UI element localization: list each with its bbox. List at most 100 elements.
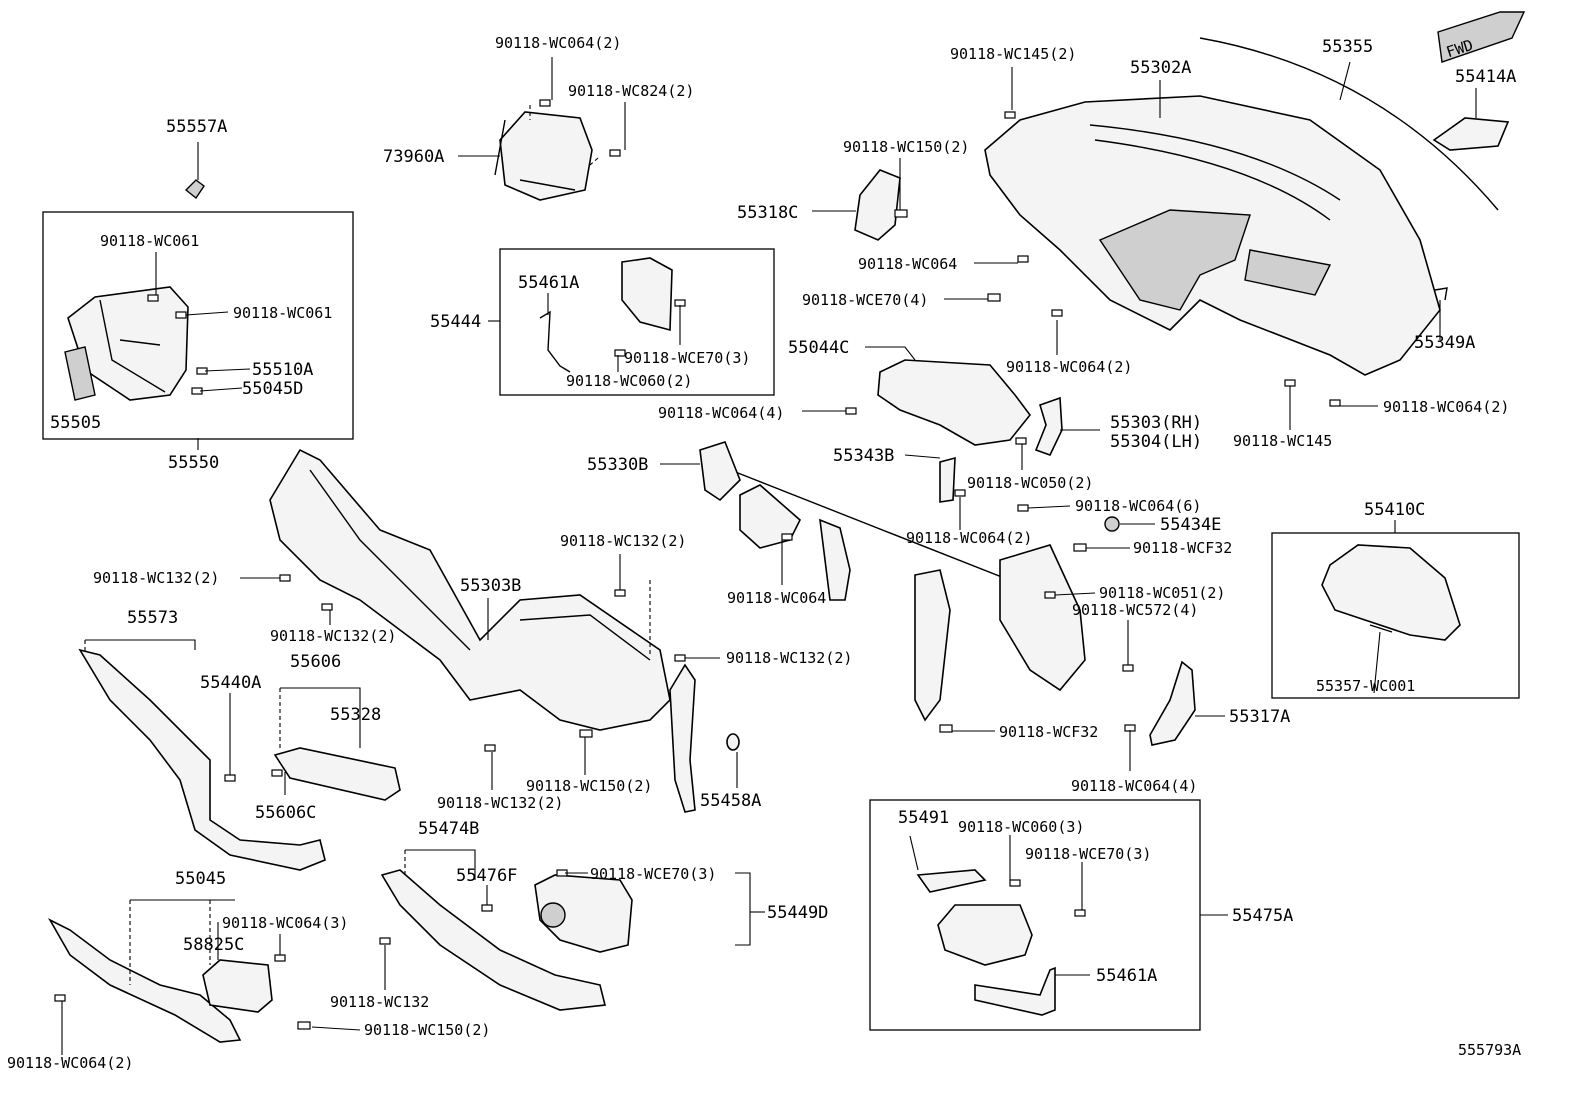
glove-box-assembly: [64, 286, 189, 401]
label-90118-wc064-4-top: 90118-WC064(4): [658, 404, 784, 422]
label-90118-wc150-2-mid: 90118-WC150(2): [526, 777, 652, 795]
label-90118-wc064-2-mid: 90118-WC064(2): [1006, 358, 1132, 376]
label-90118-wc132: 90118-WC132: [330, 993, 429, 1011]
label-58825c: 58825C: [183, 935, 244, 955]
windshield-molding-strip: [1199, 37, 1499, 211]
part-55349a: [1434, 287, 1448, 301]
label-55461a-top: 55461A: [518, 273, 579, 293]
switch-panel-knob: [540, 902, 566, 928]
label-55414a: 55414A: [1455, 67, 1516, 87]
label-55355: 55355: [1322, 37, 1373, 57]
lower-panel-detail-2: [519, 614, 651, 661]
label-55304lh: 55304(LH): [1110, 432, 1202, 452]
box-58825c: [202, 959, 273, 1013]
label-55330b: 55330B: [587, 455, 648, 475]
cluster-hood-55410c: [1321, 544, 1461, 641]
label-55434e: 55434E: [1160, 515, 1221, 535]
label-55410c: 55410C: [1364, 500, 1425, 520]
label-55474b: 55474B: [418, 819, 479, 839]
label-55328: 55328: [330, 705, 381, 725]
bracket-55606-55328: [273, 747, 401, 801]
side-piece-55317a: [1149, 660, 1196, 746]
label-55510a: 55510A: [252, 360, 313, 380]
bracket-55343b: [939, 456, 956, 503]
label-90118-wc132-2-left: 90118-WC132(2): [93, 569, 219, 587]
airbag-door-55461a-top: [539, 310, 571, 373]
knee-airbag-module: [494, 111, 593, 201]
label-90118-wc064-2-top: 90118-WC064(2): [495, 34, 621, 52]
part-55414a-cover: [1432, 117, 1510, 151]
lower-panel-55303b: [269, 448, 671, 731]
label-55318c: 55318C: [737, 203, 798, 223]
label-55475a: 55475A: [1232, 906, 1293, 926]
upper-panel-vent-line: [1089, 124, 1341, 201]
lower-panel-side-pillar: [669, 663, 696, 813]
label-90118-wc060-2: 90118-WC060(2): [566, 372, 692, 390]
steering-support-beam: [699, 441, 1086, 722]
upper-panel-vent-line-2: [1094, 139, 1331, 221]
clip-55458a: [726, 733, 740, 751]
cluster-hood-55357-clip: [1369, 624, 1393, 633]
label-90118-wc064-2-right: 90118-WC064(2): [1383, 398, 1509, 416]
lower-panel-detail: [309, 469, 471, 651]
switch-panel-55449d: [534, 874, 633, 953]
label-90118-wc051-2: 90118-WC051(2): [1099, 584, 1225, 602]
part-55557a-clip: [184, 179, 205, 200]
label-90118-wc064-6: 90118-WC064(6): [1075, 497, 1201, 515]
label-90118-wc050-2: 90118-WC050(2): [967, 474, 1093, 492]
label-73960a: 73960A: [383, 147, 444, 167]
label-55449d: 55449D: [767, 903, 828, 923]
center-bracket-55044c: [877, 359, 1032, 446]
label-90118-wc150-2-bot: 90118-WC150(2): [364, 1021, 490, 1039]
label-55550: 55550: [168, 453, 219, 473]
label-90118-wc061-b: 90118-WC061: [233, 304, 332, 322]
fwd-badge: FWD: [1437, 11, 1526, 63]
label-55045: 55045: [175, 869, 226, 889]
label-55444: 55444: [430, 312, 481, 332]
label-90118-wc150-2-top: 90118-WC150(2): [843, 138, 969, 156]
label-55044c: 55044C: [788, 338, 849, 358]
label-90118-wc060-3: 90118-WC060(3): [958, 818, 1084, 836]
label-90118-wc064-mid: 90118-WC064: [858, 255, 957, 273]
side-trim-55573: [78, 648, 326, 871]
airbag-cover-55491: [916, 869, 987, 893]
side-brackets-55303-55304: [1034, 396, 1063, 456]
leader-lines: [61, 57, 1477, 1055]
label-55573: 55573: [127, 608, 178, 628]
label-55476f: 55476F: [456, 866, 517, 886]
label-90118-wce70-4: 90118-WCE70(4): [802, 291, 928, 309]
label-90118-wc064-c: 90118-WC064: [727, 589, 826, 607]
label-55349a: 55349A: [1414, 333, 1475, 353]
label-55045d: 55045D: [242, 379, 303, 399]
label-55461a-bot: 55461A: [1096, 966, 1157, 986]
label-90118-wc061-a: 90118-WC061: [100, 232, 199, 250]
part-labels: 90118-WC064(2) 90118-WC824(2) 73960A 901…: [7, 34, 1521, 1072]
label-55302a: 55302A: [1130, 58, 1191, 78]
label-55357-wc001: 55357-WC001: [1316, 677, 1415, 695]
lower-trim-55045: [47, 918, 242, 1043]
airbag-door-55461a-bottom: [974, 966, 1056, 1016]
label-90118-wc824-2: 90118-WC824(2): [568, 82, 694, 100]
label-90118-wc064-3: 90118-WC064(3): [222, 914, 348, 932]
label-90118-wcf32-a: 90118-WCF32: [1133, 539, 1232, 557]
label-90118-wc064-2-bot: 90118-WC064(2): [7, 1054, 133, 1072]
label-55317a: 55317A: [1229, 707, 1290, 727]
label-90118-wce70-3-mid: 90118-WCE70(3): [1025, 845, 1151, 863]
label-90118-wc064-4-b: 90118-WC064(4): [1071, 777, 1197, 795]
label-90118-wc132-2-b: 90118-WC132(2): [270, 627, 396, 645]
label-90118-wc132-2-a: 90118-WC132(2): [560, 532, 686, 550]
label-90118-wc132-2-c: 90118-WC132(2): [726, 649, 852, 667]
label-90118-wcf32-b: 90118-WCF32: [999, 723, 1098, 741]
airbag-bracket-55444: [621, 257, 673, 332]
lower-trim-55474b: [380, 869, 606, 1011]
label-55606: 55606: [290, 652, 341, 672]
label-55303b: 55303B: [460, 576, 521, 596]
label-90118-wce70-3-top: 90118-WCE70(3): [624, 349, 750, 367]
dashed-leaders: [84, 105, 651, 985]
label-55440a: 55440A: [200, 673, 261, 693]
label-90118-wc064-2-b: 90118-WC064(2): [906, 529, 1032, 547]
side-bracket-55318c: [854, 169, 901, 241]
label-90118-wce70-3-bot: 90118-WCE70(3): [590, 865, 716, 883]
upper-panel-lower-frame: [1098, 209, 1251, 311]
